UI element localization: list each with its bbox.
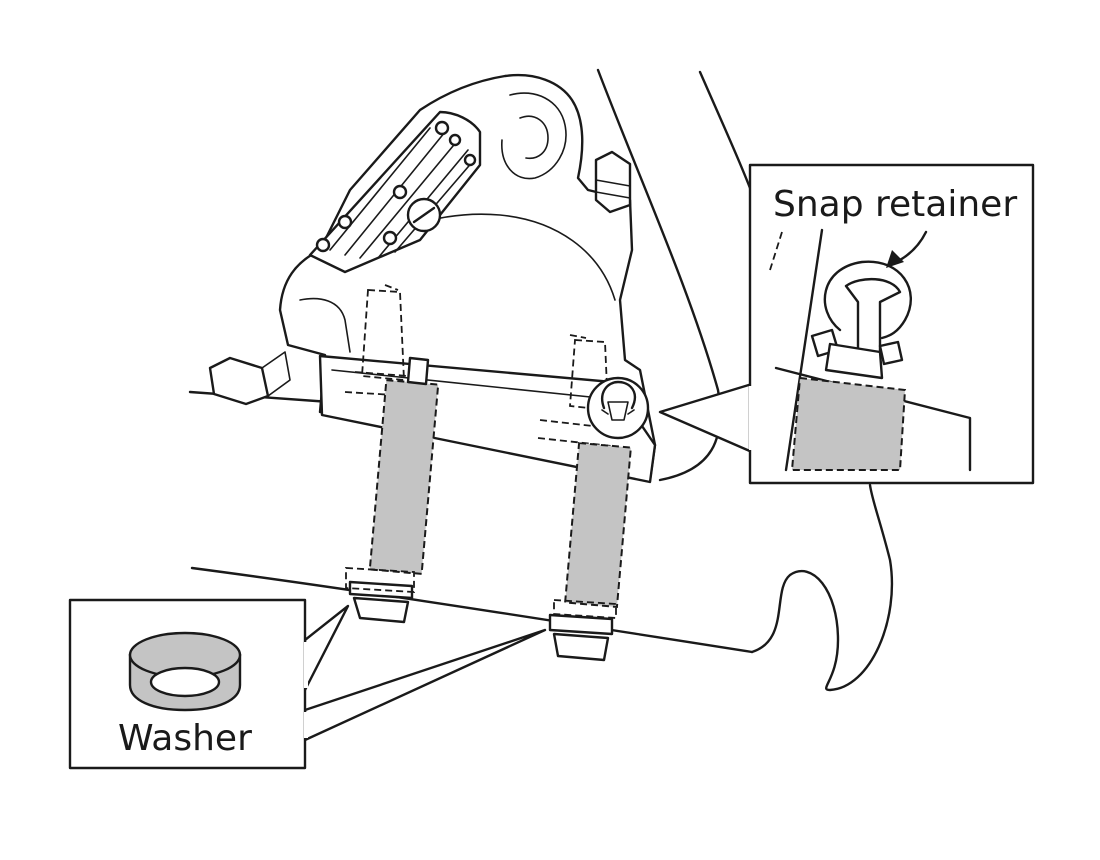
snap-retainer-callout: Snap retainer: [658, 163, 1035, 485]
snap-retainer-marker: [586, 376, 650, 440]
mounting-bolt-left: [368, 356, 440, 575]
mounting-bolt-right: [564, 441, 632, 609]
brake-caliper: [208, 73, 657, 484]
washer-callout: Washer: [68, 598, 547, 770]
snap-retainer-label: Snap retainer: [773, 184, 1017, 225]
washer-left: [345, 567, 415, 624]
washer-label: Washer: [118, 718, 252, 759]
washer-right: [548, 599, 617, 662]
